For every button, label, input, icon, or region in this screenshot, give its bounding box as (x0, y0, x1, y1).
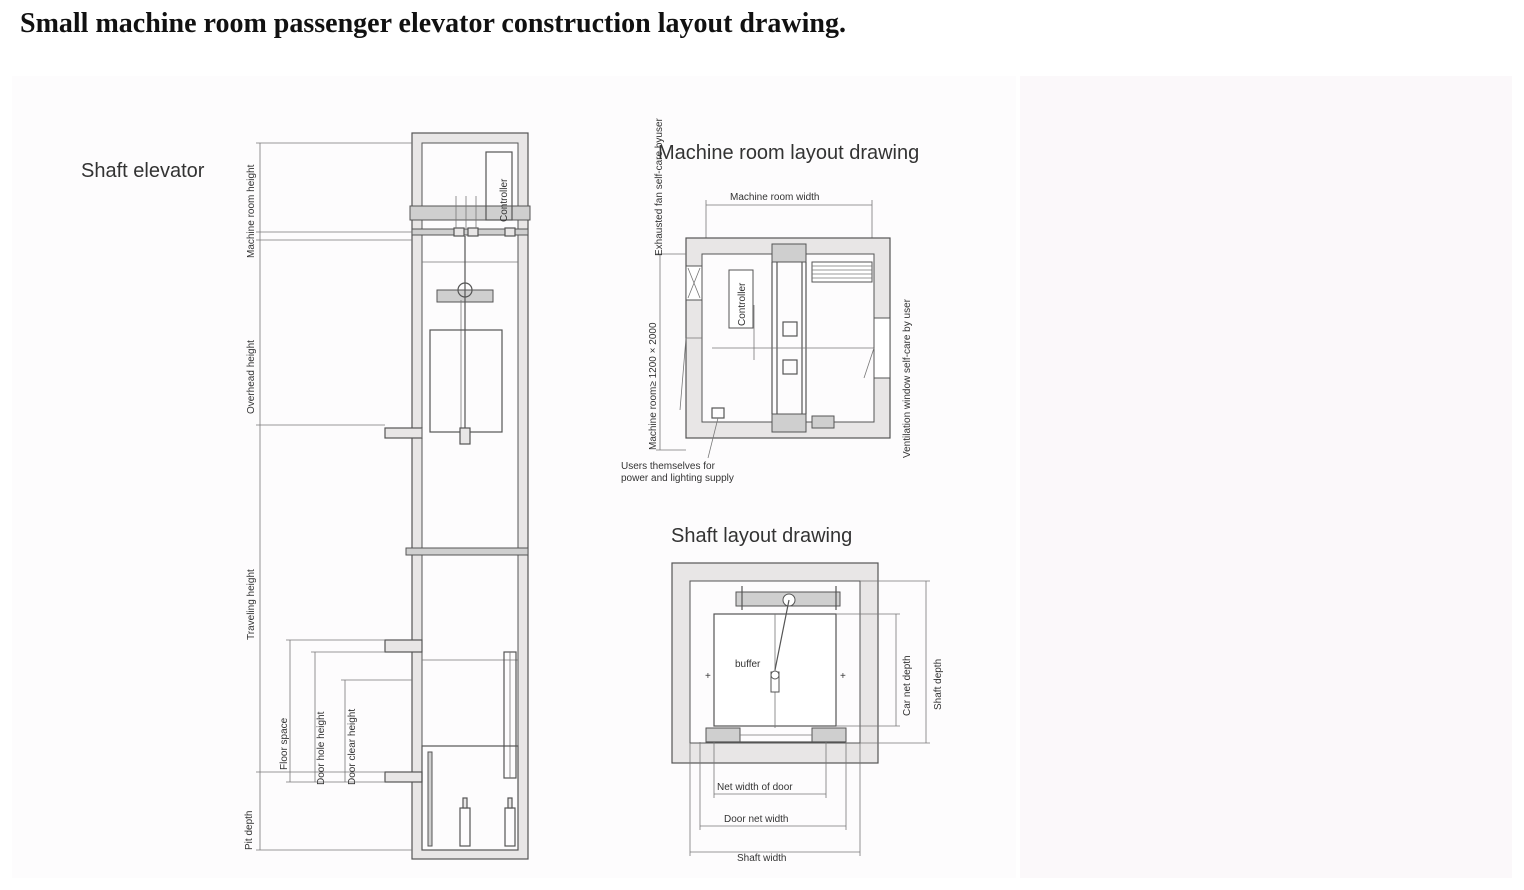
blank-panel (1020, 76, 1512, 878)
side-mark: + (705, 671, 711, 682)
shaft-depth-label: Shaft depth (933, 659, 944, 710)
floor-space-label: Floor space (279, 717, 290, 770)
pit-depth-label: Pit depth (244, 811, 255, 850)
buffer-leader (774, 599, 790, 671)
machine-room-slab (409, 205, 531, 221)
door-swing (679, 337, 702, 411)
car-bottom-block (459, 427, 471, 445)
rope-block (811, 261, 873, 283)
power-note-line2: power and lighting supply (621, 473, 734, 484)
door-clear-height-label: Door clear height (347, 709, 358, 785)
machine-room-title: Machine room layout drawing (658, 142, 919, 164)
side-mark: + (840, 671, 846, 682)
shaft-inner (421, 142, 519, 851)
landing-sill (384, 427, 423, 439)
controller-label: Controller (499, 178, 510, 222)
shaft-plan: Shaft layout drawing buffer + + Car net … (671, 525, 944, 864)
shaft-elevation-title: Shaft elevator (81, 160, 205, 182)
traveling-height-label: Traveling height (246, 569, 257, 640)
shaft-width-label: Shaft width (737, 853, 786, 864)
ventilation-window (873, 317, 891, 379)
car-buffer-top (462, 797, 468, 809)
shaft-plan-title: Shaft layout drawing (671, 525, 852, 547)
door-jamb-right (811, 727, 847, 743)
fan-label-1: Exhausted fan self-care byuser (654, 117, 665, 256)
overhead-height-label: Overhead height (246, 340, 257, 414)
door-net-width-label: Door net width (724, 814, 788, 825)
ventilation-window-label: Ventilation window self-care by user (902, 298, 913, 458)
landing-sill (384, 639, 423, 653)
landing-sill (384, 771, 423, 783)
beam-bottom (771, 413, 807, 433)
page-title: Small machine room passenger elevator co… (20, 8, 846, 39)
door-hole-height-label: Door hole height (316, 711, 327, 785)
support-block (467, 227, 479, 237)
door-jamb-left (705, 727, 741, 743)
pit-ladder (427, 751, 433, 847)
net-width-of-door-label: Net width of door (717, 782, 793, 793)
beam-top (771, 243, 807, 263)
pit-area (421, 745, 519, 851)
controller-box (728, 269, 754, 329)
fan-icon (687, 267, 701, 299)
controller-label: Controller (737, 282, 748, 326)
controller-cabinet (485, 151, 513, 221)
shaft-elevation: Shaft elevator Controller (81, 132, 531, 860)
machine-room-width-label: Machine room width (730, 192, 819, 203)
machine-room-height-label: Machine room height (246, 164, 257, 258)
car-net-depth-label: Car net depth (902, 655, 913, 716)
hook-block (811, 415, 835, 429)
machine-room-size-label: Machine room≥ 1200 × 2000 (648, 322, 659, 450)
support-block (504, 227, 516, 237)
power-note-line1: Users themselves for (621, 461, 716, 472)
cw-buffer-top (507, 797, 513, 809)
support-block (453, 227, 465, 237)
buffer-label: buffer (735, 659, 761, 670)
middle-slab (405, 547, 529, 556)
machine-room-plan: Machine room layout drawing Machine room… (621, 117, 919, 484)
